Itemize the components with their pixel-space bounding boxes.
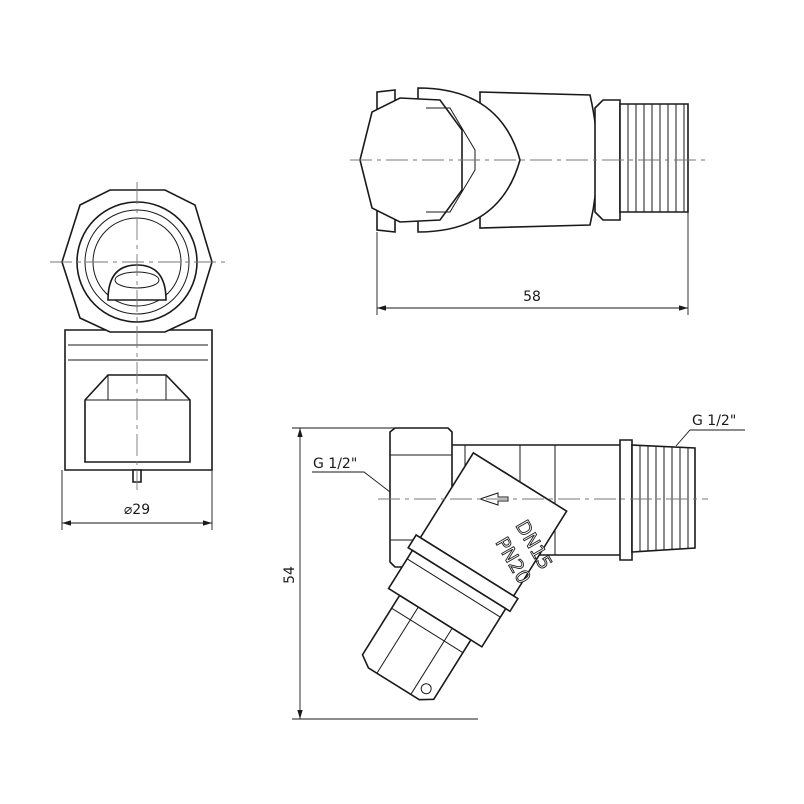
top-view: 58 <box>350 87 705 315</box>
end-view: ⌀29 <box>50 182 225 530</box>
height-dimension-label: 54 <box>282 566 298 584</box>
inlet-thread-label: G 1/2" <box>313 456 357 472</box>
side-view: DN15 PN20 54 G 1/2" G 1/2" <box>282 413 745 720</box>
length-dimension-label: 58 <box>523 289 541 305</box>
diameter-dimension-label: ⌀29 <box>124 502 150 518</box>
outlet-thread-label: G 1/2" <box>692 413 736 429</box>
strainer-branch <box>361 451 568 701</box>
